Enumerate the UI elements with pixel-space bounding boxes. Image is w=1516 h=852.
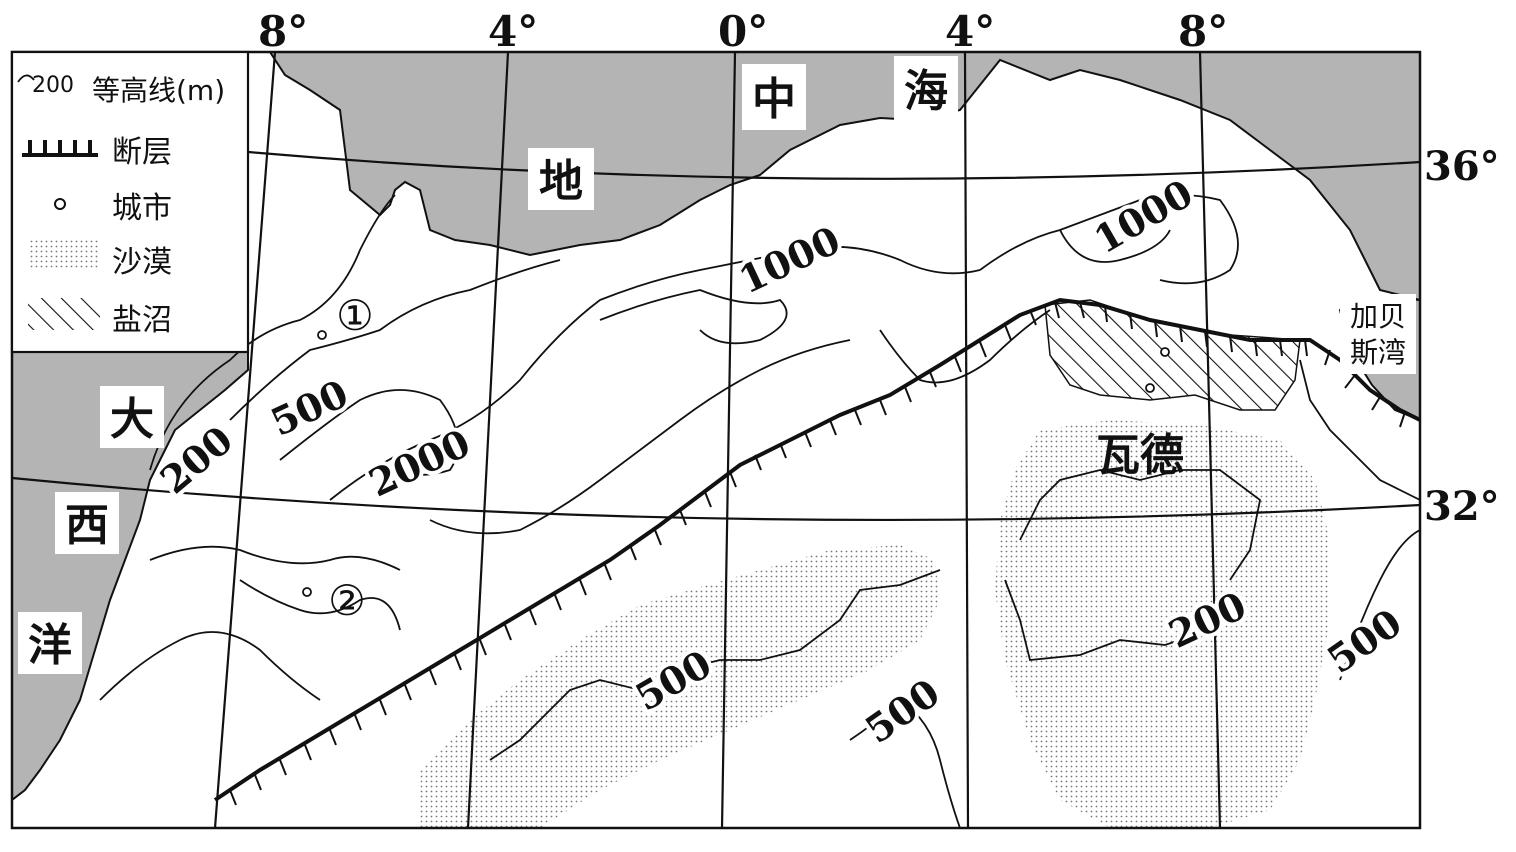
city-marsh-a — [1160, 347, 1170, 357]
sea-char-bg-5 — [55, 492, 119, 554]
lat-label-36: 36° — [1424, 143, 1500, 190]
gabes-label-line2: 斯湾 — [1350, 336, 1406, 369]
map-frame — [10, 50, 1422, 830]
atl-char-yang: 洋 — [28, 620, 72, 671]
med-char-hai: 海 — [904, 66, 948, 117]
longitude-labels: 8° 4° 0° 4° 8° — [258, 7, 1228, 56]
lon-label-0: 0° — [718, 7, 768, 56]
lon-label-4w: 4° — [488, 7, 538, 56]
city-label-2: ② — [328, 576, 366, 625]
city-1-marker — [317, 330, 327, 340]
desert-area-south — [420, 545, 940, 828]
legend-saltmarsh-icon — [28, 298, 100, 330]
graticule — [12, 52, 1420, 828]
legend-contour-label: 等高线(m) — [92, 74, 225, 107]
sea-char-bg-4 — [100, 386, 164, 448]
city-2-marker — [302, 587, 312, 597]
legend-contour-line — [17, 74, 35, 83]
city-label-1: ① — [336, 291, 374, 340]
gabes-label-line1: 加贝 — [1350, 300, 1406, 333]
atl-char-xi: 西 — [65, 500, 109, 551]
sea-char-bg-2 — [742, 64, 806, 130]
legend-contour-value: 200 — [32, 73, 74, 98]
mediterranean-sea — [268, 52, 1420, 302]
desert-area-east — [995, 420, 1330, 828]
legend-city-label: 城市 — [112, 191, 172, 226]
med-char-zhong: 中 — [752, 74, 796, 125]
legend-desert-label: 沙漠 — [112, 245, 172, 280]
legend-city-icon — [54, 198, 66, 210]
sea-char-bg-1 — [528, 148, 594, 210]
med-char-di: 地 — [539, 156, 583, 207]
sea-char-bg-3 — [894, 56, 958, 122]
lon-label-8w: 8° — [258, 7, 308, 56]
region-label-wade: 瓦德 — [1096, 430, 1184, 481]
atl-char-da: 大 — [110, 394, 154, 445]
latitude-labels: 36° 32° — [1424, 143, 1500, 530]
legend-fault-icon — [22, 140, 98, 157]
fault-ticks — [229, 301, 1406, 806]
legend: 200 等高线(m) 断层 城市 沙漠 盐沼 — [10, 50, 250, 354]
city-marsh-b — [1145, 383, 1155, 393]
contour-lines — [99, 194, 1420, 828]
legend-fault-label: 断层 — [112, 135, 172, 170]
lat-label-32: 32° — [1424, 483, 1500, 530]
sea-char-bg-6 — [18, 612, 82, 674]
legend-desert-icon — [28, 240, 100, 270]
lon-label-8e: 8° — [1178, 7, 1228, 56]
gabes-label-bg — [1340, 294, 1416, 374]
legend-saltmarsh-label: 盐沼 — [112, 303, 172, 338]
lon-label-4e: 4° — [945, 7, 995, 56]
